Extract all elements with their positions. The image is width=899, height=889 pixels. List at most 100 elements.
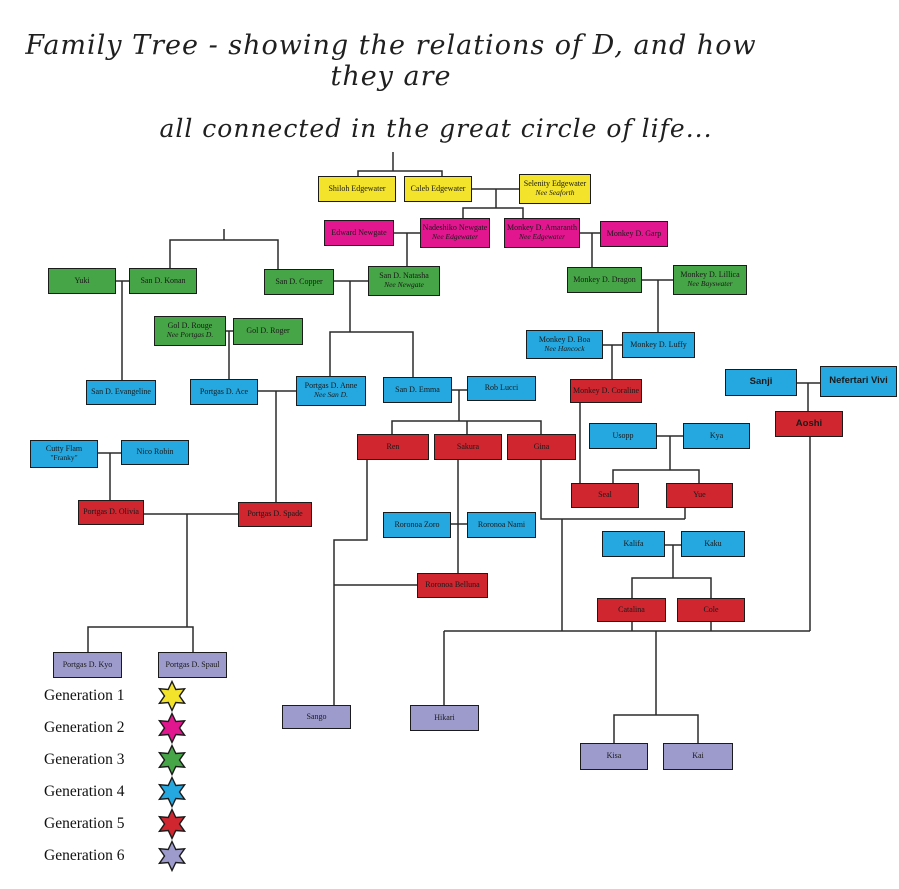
person-name: Monkey D. Lillica [680,270,740,280]
connector-line [631,577,712,598]
legend-label: Generation 3 [44,751,125,768]
person-name: Portgas D. Spaul [165,659,220,669]
person-name: San D. Natasha [379,271,429,281]
person-name: Gol D. Rouge [167,321,213,331]
person-subtitle: "Franky" [50,453,78,463]
person-name: San D. Copper [275,276,323,286]
connector-line [540,460,685,520]
person-node-san-d-konan: San D. Konan [129,268,197,294]
person-subtitle: Nee Edgewater [518,232,566,242]
person-name: Kisa [606,751,622,761]
person-name: Shiloh Edgewater [328,183,386,193]
connector-line [357,170,443,176]
person-node-seal: Seal [571,483,639,508]
person-node-kya: Kya [683,423,750,449]
person-name: Nico Robin [136,447,174,457]
person-node-san-d-emma: San D. Emma [383,377,452,403]
person-name: Caleb Edgewater [410,183,466,193]
person-name: Monkey D. Boa [538,334,591,344]
legend-item: Generation 1 [44,680,188,712]
person-subtitle: Nee Bayswater [687,279,733,289]
person-name: Aoshi [795,417,823,429]
person-subtitle: Nee Portgas D. [166,330,214,340]
legend-item: Generation 6 [44,840,188,872]
connector-line [613,714,699,743]
person-node-cutty-flam: Cutty Flam"Franky" [30,440,98,468]
person-node-portgas-d-spaul: Portgas D. Spaul [158,652,227,678]
generation-star-shape [157,840,187,872]
legend-item: Generation 5 [44,808,188,840]
person-name: Kya [709,430,724,440]
person-node-monkey-d-dragon: Monkey D. Dragon [567,267,642,293]
person-node-roronoa-zoro: Roronoa Zoro [383,512,451,538]
legend-label: Generation 2 [44,719,125,736]
person-name: Portgas D. Kyo [62,659,113,669]
person-name: Nadeshiko Newgate [422,223,488,233]
person-node-roronoa-belluna: Roronoa Belluna [417,573,488,598]
diagram-title: Family Tree - showing the relations of D… [8,30,774,143]
person-name: Portgas D. Ace [199,386,249,396]
legend-item: Generation 2 [44,712,188,744]
person-node-san-d-evangeline: San D. Evangeline [86,380,156,405]
person-subtitle: Nee Newgate [384,280,424,290]
person-name: Roronoa Nami [477,519,526,529]
generation-star-icon [157,712,187,744]
person-name: Sakura [456,441,480,451]
person-name: Monkey D. Coraline [573,385,639,395]
person-node-monkey-d-coraline: Monkey D. Coraline [570,379,642,403]
person-name: Monkey D. Garp [606,228,662,238]
person-name: Usopp [612,430,634,440]
person-node-edward-newgate: Edward Newgate [324,220,394,246]
person-subtitle: Nee Hancock [544,343,585,353]
person-node-nefertari-vivi: Nefertari Vivi [820,366,897,397]
person-node-ren: Ren [357,434,429,460]
legend-item: Generation 4 [44,776,188,808]
connector-line [169,239,279,269]
person-subtitle: Nee San D. [314,390,348,400]
person-name: Gol D. Roger [246,326,290,336]
connector-line [462,207,524,218]
person-name: Rob Lucci [484,383,519,393]
person-name: Yue [693,490,706,500]
person-node-sango: Sango [282,705,351,729]
generation-star-icon [157,776,187,808]
person-node-monkey-d-garp: Monkey D. Garp [600,221,668,247]
person-node-catalina: Catalina [597,598,666,622]
person-node-portgas-d-olivia: Portgas D. Olivia [78,500,144,525]
person-node-portgas-d-kyo: Portgas D. Kyo [53,652,122,678]
person-node-yue: Yue [666,483,733,508]
person-name: Nefertari Vivi [829,375,888,387]
connector-line [612,469,700,483]
person-node-portgas-d-ace: Portgas D. Ace [190,379,258,405]
generation-star-shape [157,712,187,744]
generation-star-shape [157,776,187,808]
person-name: Hikari [434,712,455,722]
person-node-gina: Gina [507,434,576,460]
person-name: Roronoa Zoro [394,519,440,529]
person-node-san-d-copper: San D. Copper [264,269,334,295]
generation-star-shape [157,744,187,776]
generation-star-icon [157,744,187,776]
person-node-hikari: Hikari [410,705,479,731]
person-name: Cutty Flam [45,444,83,454]
person-name: Monkey D. Luffy [630,339,687,349]
person-name: Portgas D. Spade [247,509,303,519]
generation-star-shape [157,680,187,712]
person-name: Cole [703,604,719,614]
person-name: Portgas D. Anne [304,381,358,391]
person-name: Ren [386,441,400,451]
person-name: Roronoa Belluna [425,580,480,590]
legend-label: Generation 1 [44,687,125,704]
person-subtitle: Nee Edgewater [431,232,479,242]
person-name: Kaku [704,538,722,548]
person-node-roronoa-nami: Roronoa Nami [467,512,536,538]
